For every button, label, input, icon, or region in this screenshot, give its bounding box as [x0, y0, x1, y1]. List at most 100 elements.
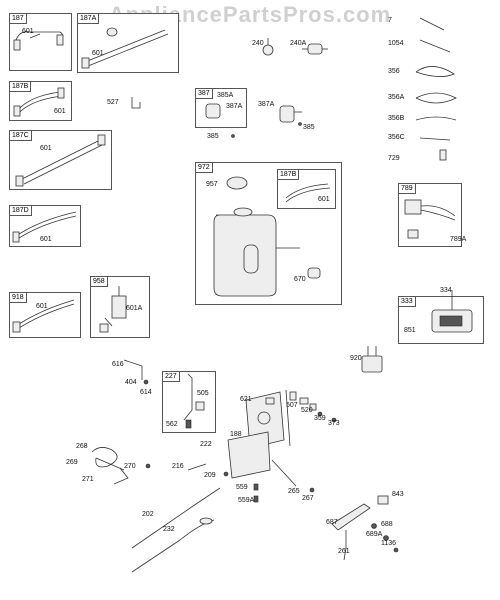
- part-label: 920: [350, 355, 362, 362]
- box-label: 187D: [10, 206, 32, 216]
- box-187d: 187D: [9, 205, 81, 247]
- part-label: 188: [230, 431, 242, 438]
- governor-920: [361, 346, 383, 373]
- hose-918: [12, 299, 75, 333]
- part-label: 240: [252, 40, 264, 47]
- part-label: 240A: [290, 40, 307, 47]
- box-label: 187C: [10, 131, 32, 141]
- part-label: 689A: [366, 531, 383, 538]
- part-label: 687: [326, 519, 338, 526]
- part-label: 601: [92, 50, 104, 57]
- link-265: [271, 459, 315, 493]
- part-label: 621: [240, 396, 252, 403]
- solenoid-387: [205, 103, 302, 138]
- handle-687: [331, 495, 399, 561]
- hose-187c: [15, 134, 106, 187]
- part-label: 559: [236, 484, 248, 491]
- part-label: 601: [318, 196, 330, 203]
- control-bracket-188: [227, 389, 297, 479]
- part-label: 202: [142, 511, 154, 518]
- part-label: 209: [204, 472, 216, 479]
- box-label: 187A: [78, 14, 100, 24]
- harness-789: [404, 199, 456, 239]
- part-label: 387A: [226, 103, 243, 110]
- part-label: 1136: [381, 540, 397, 547]
- box-label: 958: [91, 277, 108, 287]
- rods-202-232: [131, 487, 221, 573]
- part-label: 385: [207, 133, 219, 140]
- part-label: 505: [197, 390, 209, 397]
- box-label: 227: [163, 372, 180, 382]
- wire-harnesses: [415, 17, 457, 161]
- fuel-filters: [262, 38, 328, 56]
- part-label: 614: [140, 389, 152, 396]
- box-918: 918: [9, 292, 81, 338]
- part-label: 356C: [388, 134, 405, 141]
- part-label: 851: [404, 327, 416, 334]
- box-187a: 187A: [77, 13, 179, 73]
- part-label: 688: [381, 521, 393, 528]
- part-label: 562: [166, 421, 178, 428]
- part-label: 404: [125, 379, 137, 386]
- hose-187d: [12, 211, 77, 243]
- box-label: 972: [196, 163, 213, 173]
- screws-559: [253, 483, 259, 503]
- box-187b-inner: 187B: [277, 169, 336, 209]
- part-label: 601: [22, 28, 34, 35]
- part-label: 232: [163, 526, 175, 533]
- part-label: 789A: [450, 236, 467, 243]
- part-label: 616: [112, 361, 124, 368]
- box-label: 789: [399, 184, 416, 194]
- part-670: [307, 267, 321, 279]
- part-label: 527: [107, 99, 119, 106]
- bracket-527: [131, 97, 141, 109]
- box-label: 187B: [10, 82, 32, 92]
- box-label: 187B: [278, 170, 300, 180]
- hose-187b: [13, 87, 65, 117]
- part-label: 265: [288, 488, 300, 495]
- part-label: 270: [124, 463, 136, 470]
- part-label: 356A: [388, 94, 405, 101]
- link-216: [187, 463, 229, 477]
- part-label: 356B: [388, 115, 405, 122]
- part-label: 267: [302, 495, 314, 502]
- part-label: 334: [440, 287, 452, 294]
- part-label: 507: [286, 402, 298, 409]
- module-333: [431, 290, 473, 333]
- part-label: 385: [303, 124, 315, 131]
- box-label: 187: [10, 14, 27, 24]
- box-label: 918: [10, 293, 27, 303]
- part-label: 601: [40, 145, 52, 152]
- lever-616: [123, 359, 149, 385]
- part-label: 559A: [238, 497, 255, 504]
- part-label: 520: [301, 407, 313, 414]
- part-label: 729: [388, 155, 400, 162]
- part-label: 670: [294, 276, 306, 283]
- part-label: 387A: [258, 101, 275, 108]
- box-label: 387: [196, 89, 213, 99]
- box-387: 387: [195, 88, 247, 128]
- part-label: 843: [392, 491, 404, 498]
- part-label: 601A: [126, 305, 143, 312]
- hose-187: [13, 31, 64, 51]
- part-label: 271: [82, 476, 94, 483]
- part-label: 1054: [388, 40, 404, 47]
- part-label: 601: [40, 236, 52, 243]
- part-label: 216: [172, 463, 184, 470]
- hardware-small: [265, 397, 337, 423]
- part-label: 359: [314, 415, 326, 422]
- cable-268: [91, 447, 151, 485]
- part-label: 261: [338, 548, 350, 555]
- part-label: 222: [200, 441, 212, 448]
- part-label: 356: [388, 68, 400, 75]
- throttle-arm-227: [183, 373, 205, 429]
- part-label: 601: [36, 303, 48, 310]
- part-label: 601: [54, 108, 66, 115]
- part-label: 373: [328, 420, 340, 427]
- part-label: 385A: [217, 92, 234, 99]
- fuel-tank-972: [213, 176, 300, 297]
- part-label: 268: [76, 443, 88, 450]
- hose-187a: [81, 27, 169, 69]
- valve-958: [99, 286, 127, 333]
